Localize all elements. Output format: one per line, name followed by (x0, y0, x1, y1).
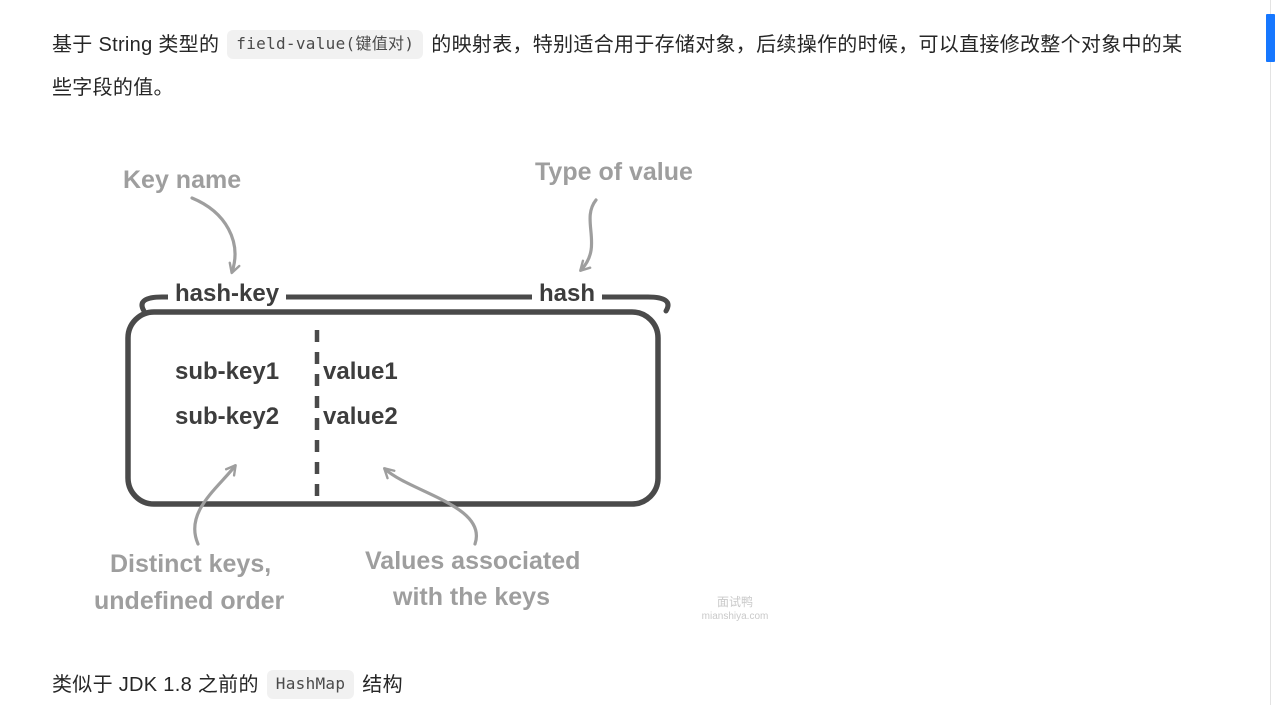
arrow-key-name (190, 196, 241, 275)
diagram-artwork (125, 196, 671, 546)
intro-text-suffix: 的映射表，特别适合用于存储对象，后续操作的时候，可以直接修改整个对象中的某些字段… (52, 34, 1183, 99)
intro-text-prefix: 基于 String 类型的 (52, 34, 220, 56)
outro-text-suffix: 结构 (362, 674, 403, 696)
arrow-type-of-value (579, 198, 598, 272)
inline-code-field-value: field-value(键值对) (227, 30, 424, 59)
values-label-line1: Values associated (365, 547, 581, 575)
label-line (139, 294, 671, 314)
arrow-distinct-keys (193, 464, 237, 546)
row-value-2: value2 (323, 403, 398, 430)
hash-structure-diagram: Key name Type of value hash-key hash sub… (80, 150, 850, 650)
outro-text-prefix: 类似于 JDK 1.8 之前的 (52, 674, 259, 696)
watermark-url: mianshiya.com (701, 611, 769, 623)
arrow-values (383, 467, 479, 546)
scrollbar-track (1270, 0, 1271, 705)
hash-key-label: hash-key (168, 280, 287, 308)
row-key-2: sub-key2 (175, 403, 280, 430)
type-of-value-label: Type of value (535, 158, 693, 186)
distinct-keys-label-line1: Distinct keys, (110, 550, 272, 578)
watermark-name: 面试鸭 (716, 595, 753, 609)
scrollbar-thumb[interactable] (1266, 14, 1275, 62)
watermark: 面试鸭 mianshiya.com (670, 594, 800, 624)
distinct-keys-label-line2: undefined order (94, 587, 285, 615)
key-name-label: Key name (123, 166, 242, 194)
row-key-1: sub-key1 (175, 358, 280, 385)
box-outline (125, 309, 661, 507)
hash-type-label: hash (532, 280, 603, 308)
outro-paragraph: 类似于 JDK 1.8 之前的 HashMap 结构 (52, 664, 1152, 705)
inline-code-hashmap: HashMap (266, 670, 355, 699)
values-label-line2: with the keys (393, 583, 550, 611)
row-value-1: value1 (323, 358, 398, 385)
intro-paragraph: 基于 String 类型的 field-value(键值对)的映射表，特别适合用于… (52, 24, 1192, 110)
